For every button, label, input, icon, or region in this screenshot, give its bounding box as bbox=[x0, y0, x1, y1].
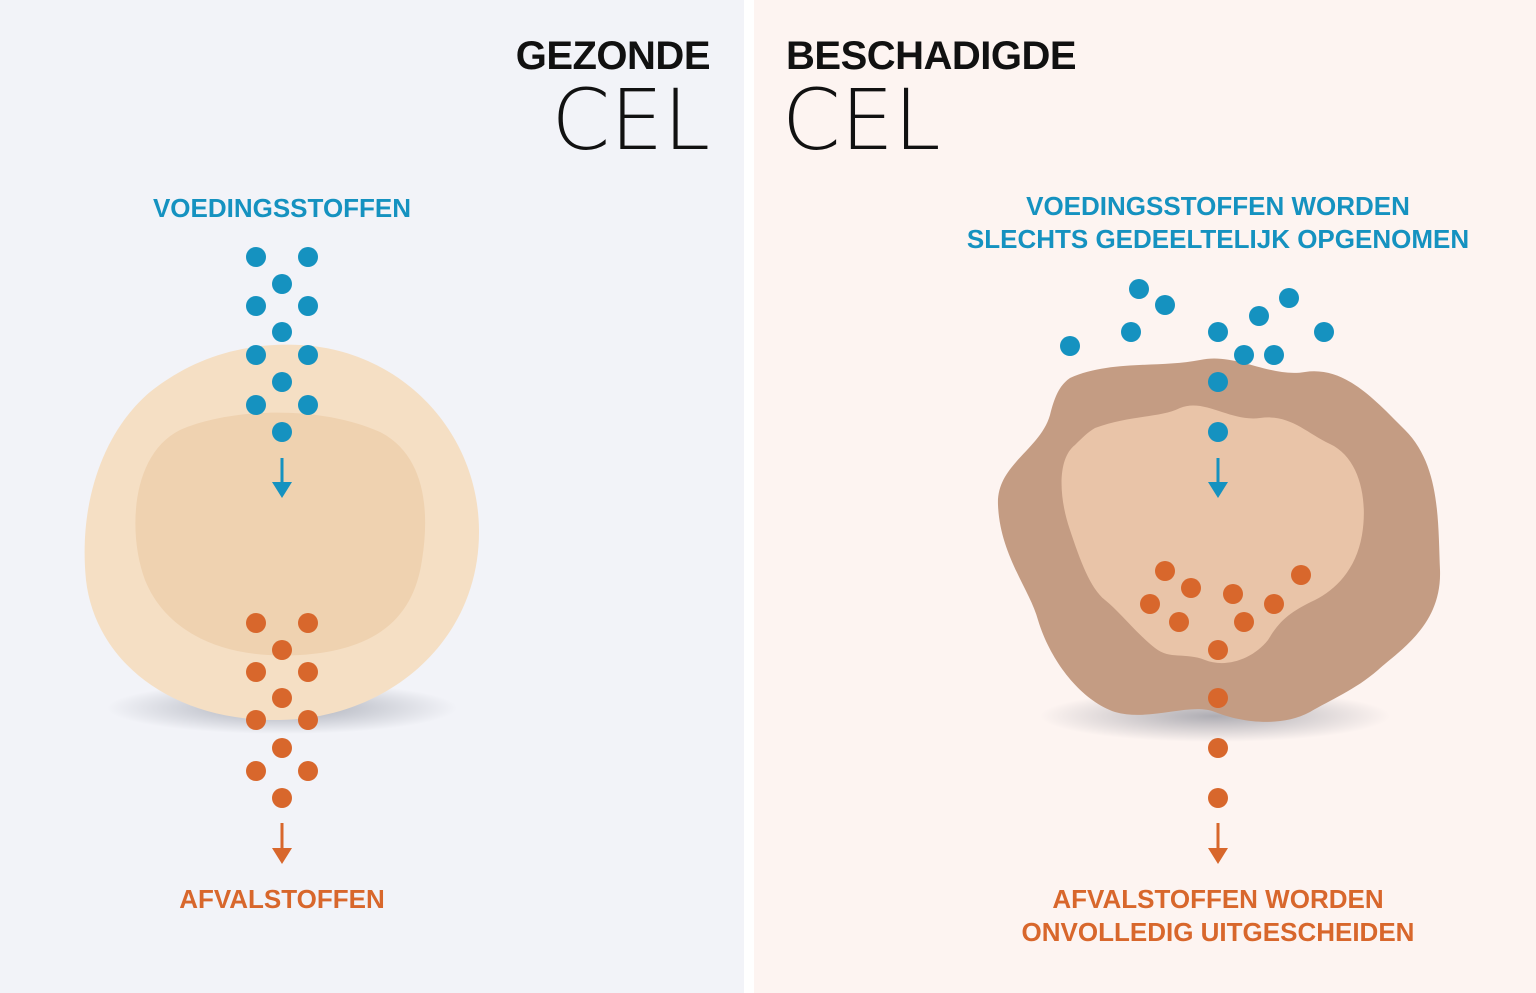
nutrient-dot bbox=[246, 247, 266, 267]
damaged-nutrients-label: VOEDINGSSTOFFEN WORDEN SLECHTS GEDEELTEL… bbox=[918, 190, 1518, 256]
nutrient-dot bbox=[1264, 345, 1284, 365]
damaged-nutrients-label-line-1: VOEDINGSSTOFFEN WORDEN bbox=[1026, 191, 1410, 221]
nutrient-dot bbox=[298, 247, 318, 267]
damaged-waste-arrow bbox=[1208, 823, 1228, 864]
damaged-waste-label: AFVALSTOFFEN WORDEN ONVOLLEDIG UITGESCHE… bbox=[918, 883, 1518, 949]
waste-dot bbox=[1264, 594, 1284, 614]
waste-dot bbox=[1181, 578, 1201, 598]
waste-dot bbox=[272, 788, 292, 808]
waste-dot bbox=[246, 613, 266, 633]
panel-divider bbox=[744, 0, 754, 993]
nutrient-dot bbox=[298, 345, 318, 365]
healthy-nutrient-dots bbox=[246, 247, 318, 442]
healthy-nutrient-arrow bbox=[272, 458, 292, 498]
damaged-nutrient-dots bbox=[1060, 279, 1334, 442]
waste-dot bbox=[1208, 688, 1228, 708]
damaged-title-top: BESCHADIGDE bbox=[786, 34, 1077, 78]
damaged-nutrients-label-line-2: SLECHTS GEDEELTELIJK OPGENOMEN bbox=[966, 224, 1470, 254]
nutrient-dot bbox=[246, 395, 266, 415]
nutrient-dot bbox=[1234, 345, 1254, 365]
damaged-nutrient-arrow bbox=[1208, 458, 1228, 498]
nutrient-dot bbox=[246, 345, 266, 365]
nutrient-dot bbox=[1208, 372, 1228, 392]
waste-dot bbox=[298, 761, 318, 781]
nutrient-dot bbox=[1249, 306, 1269, 326]
damaged-cell bbox=[997, 358, 1441, 742]
waste-dot bbox=[1208, 788, 1228, 808]
nutrient-dot bbox=[298, 296, 318, 316]
nutrient-dot bbox=[272, 422, 292, 442]
healthy-waste-arrow bbox=[272, 823, 292, 864]
healthy-waste-label: AFVALSTOFFEN bbox=[179, 884, 385, 914]
nutrient-dot bbox=[272, 274, 292, 294]
waste-dot bbox=[272, 688, 292, 708]
waste-dot bbox=[246, 710, 266, 730]
waste-dot bbox=[246, 662, 266, 682]
waste-dot bbox=[1208, 640, 1228, 660]
nutrient-dot bbox=[1060, 336, 1080, 356]
waste-dot bbox=[298, 613, 318, 633]
waste-dot bbox=[1169, 612, 1189, 632]
healthy-waste-dots bbox=[246, 613, 318, 808]
nutrient-dot bbox=[1314, 322, 1334, 342]
healthy-cell-nucleus bbox=[135, 412, 426, 656]
damaged-waste-label-line-2: ONVOLLEDIG UITGESCHEIDEN bbox=[1021, 917, 1415, 947]
waste-dot bbox=[1234, 612, 1254, 632]
nutrient-dot bbox=[1121, 322, 1141, 342]
nutrient-dot bbox=[298, 395, 318, 415]
healthy-cell bbox=[84, 344, 480, 734]
nutrient-dot bbox=[272, 372, 292, 392]
nutrient-dot bbox=[272, 322, 292, 342]
nutrient-dot bbox=[1208, 322, 1228, 342]
waste-dot bbox=[1155, 561, 1175, 581]
healthy-nutrients-label: VOEDINGSSTOFFEN bbox=[152, 193, 412, 223]
nutrient-dot bbox=[246, 296, 266, 316]
waste-dot bbox=[1140, 594, 1160, 614]
waste-dot bbox=[1291, 565, 1311, 585]
waste-dot bbox=[298, 662, 318, 682]
damaged-waste-label-line-1: AFVALSTOFFEN WORDEN bbox=[1052, 884, 1384, 914]
healthy-title-bottom: CEL bbox=[551, 71, 710, 169]
healthy-title-top: GEZONDE bbox=[515, 34, 711, 78]
waste-dot bbox=[272, 640, 292, 660]
waste-dot bbox=[298, 710, 318, 730]
waste-dot bbox=[1223, 584, 1243, 604]
damaged-title-bottom: CEL bbox=[782, 71, 941, 169]
waste-dot bbox=[1208, 738, 1228, 758]
damaged-waste-dots bbox=[1140, 561, 1311, 808]
damaged-cell-nucleus bbox=[1061, 405, 1364, 664]
waste-dot bbox=[246, 761, 266, 781]
nutrient-dot bbox=[1155, 295, 1175, 315]
waste-dot bbox=[272, 738, 292, 758]
nutrient-dot bbox=[1129, 279, 1149, 299]
nutrient-dot bbox=[1208, 422, 1228, 442]
nutrient-dot bbox=[1279, 288, 1299, 308]
